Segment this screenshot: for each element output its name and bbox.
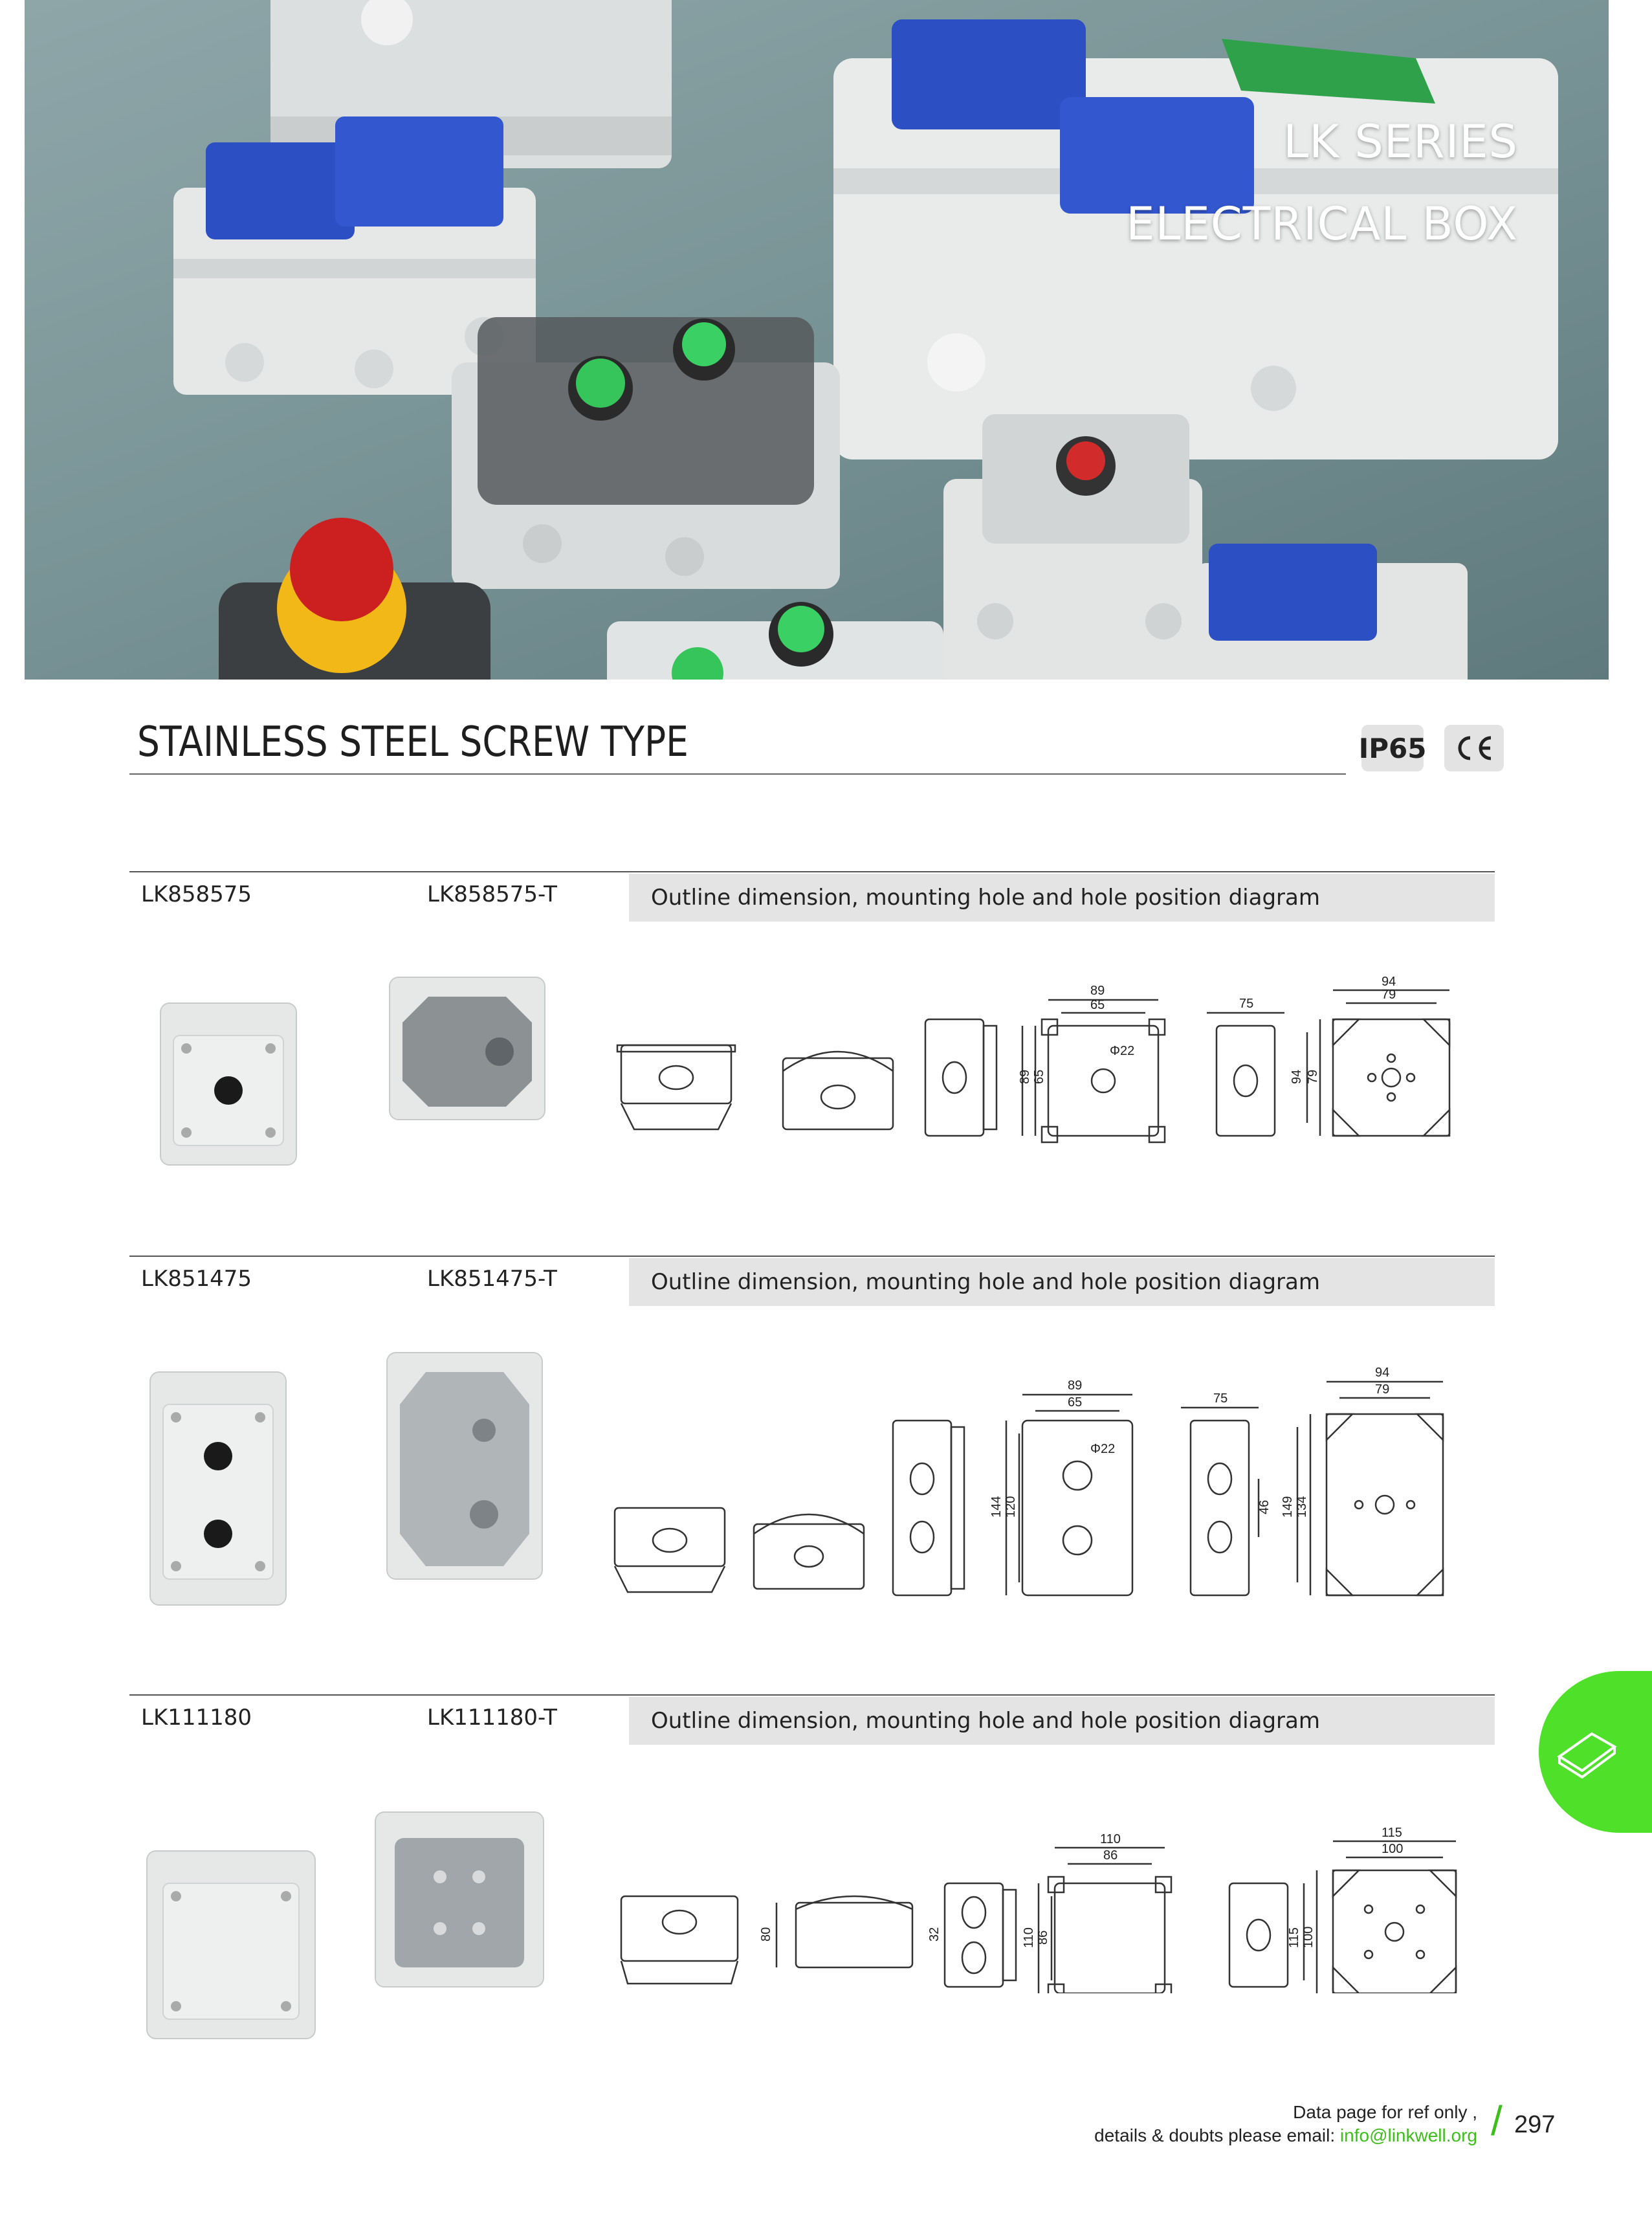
ip65-badge: IP65 <box>1359 725 1426 771</box>
dim-base-inner: 79 <box>1382 988 1396 1002</box>
hero-illustration <box>173 0 1558 680</box>
dim-depth: 75 <box>1213 1391 1228 1406</box>
dim-depth: 75 <box>1239 997 1253 1011</box>
box-photo-lk851475 <box>149 1371 287 1606</box>
dim-base-h-outer: 94 <box>1290 1070 1304 1084</box>
dim-height-outer: 110 <box>1022 1927 1036 1948</box>
dim-base-h-inner: 79 <box>1306 1070 1320 1084</box>
dim-width-inner: 86 <box>1103 1848 1118 1863</box>
model-code: LK111180 <box>141 1705 252 1731</box>
model-code: LK858575 <box>141 881 252 907</box>
footer-contact: details & doubts please email: info@link… <box>1094 2125 1477 2146</box>
hero-title-product: ELECTRICAL BOX <box>1126 197 1518 250</box>
dim-width-outer: 89 <box>1068 1378 1082 1393</box>
dim-base-h-inner: 134 <box>1295 1496 1309 1518</box>
dim-base-outer: 94 <box>1382 975 1396 989</box>
dim-height-outer: 144 <box>989 1496 1004 1518</box>
dim-base-h-inner: 100 <box>1301 1927 1316 1948</box>
box-photo-lk851475-t <box>386 1352 543 1580</box>
dim-base-outer: 115 <box>1382 1826 1402 1840</box>
diagram-caption: Outline dimension, mounting hole and hol… <box>629 1258 1495 1306</box>
dim-width-inner: 65 <box>1090 998 1105 1012</box>
diagram-caption: Outline dimension, mounting hole and hol… <box>629 1697 1495 1745</box>
box-photo-lk111180 <box>146 1850 316 2039</box>
footer-email-link[interactable]: info@linkwell.org <box>1339 2125 1477 2145</box>
dim-base-inner: 100 <box>1382 1842 1403 1856</box>
box-photo-lk858575-t <box>389 977 545 1120</box>
dimension-drawing-lk858575: 89 65 89 65 Φ22 75 94 79 94 79 <box>616 975 1451 1144</box>
model-code-transparent: LK851475-T <box>427 1266 557 1292</box>
dim-side-spacing: 32 <box>927 1927 942 1942</box>
category-side-tab[interactable] <box>1539 1671 1652 1833</box>
dim-height-outer: 89 <box>1018 1070 1032 1084</box>
dim-side-height: 80 <box>759 1927 773 1942</box>
footer-contact-label: details & doubts please email: <box>1094 2125 1340 2145</box>
model-code-transparent: LK111180-T <box>427 1705 557 1731</box>
dimension-drawing-lk851475: 89 65 144 120 Φ22 75 46 94 79 149 134 <box>613 1366 1444 1597</box>
dim-hole: Φ22 <box>1110 1044 1134 1058</box>
dim-width-inner: 65 <box>1068 1395 1082 1410</box>
ce-mark-icon <box>1444 725 1504 771</box>
box-photo-lk858575 <box>160 1002 297 1166</box>
dim-base-outer: 94 <box>1375 1366 1389 1380</box>
dim-width-outer: 110 <box>1100 1832 1121 1846</box>
footer-disclaimer: Data page for ref only , <box>1293 2102 1477 2122</box>
model-code: LK851475 <box>141 1266 252 1292</box>
diagram-caption: Outline dimension, mounting hole and hol… <box>629 874 1495 922</box>
dim-spacing: 46 <box>1257 1500 1272 1514</box>
model-code-transparent: LK858575-T <box>427 881 557 907</box>
dimension-drawing-lk111180: 80 32 110 86 110 86 115 100 115 100 <box>620 1826 1457 1993</box>
row-divider <box>129 1694 1495 1696</box>
dim-height-inner: 65 <box>1032 1070 1046 1084</box>
dim-width-outer: 89 <box>1090 984 1105 998</box>
hero-photo: LK SERIES ELECTRICAL BOX <box>25 0 1609 680</box>
dim-height-inner: 120 <box>1004 1496 1018 1518</box>
hero-title-series: LK SERIES <box>1283 115 1518 168</box>
dim-hole: Φ22 <box>1090 1442 1115 1456</box>
dim-base-h-outer: 115 <box>1287 1927 1301 1948</box>
row-divider <box>129 871 1495 872</box>
box-photo-lk111180-t <box>375 1811 544 1987</box>
section-title: STAINLESS STEEL SCREW TYPE <box>137 718 688 766</box>
section-divider <box>129 773 1346 775</box>
electrical-box-icon <box>1557 1732 1617 1779</box>
dim-base-h-outer: 149 <box>1281 1496 1295 1518</box>
page-number: 297 <box>1514 2111 1556 2138</box>
row-divider <box>129 1256 1495 1257</box>
dim-base-inner: 79 <box>1375 1382 1389 1397</box>
dim-height-inner: 86 <box>1036 1931 1050 1945</box>
footer-divider-slash: / <box>1491 2098 1503 2144</box>
